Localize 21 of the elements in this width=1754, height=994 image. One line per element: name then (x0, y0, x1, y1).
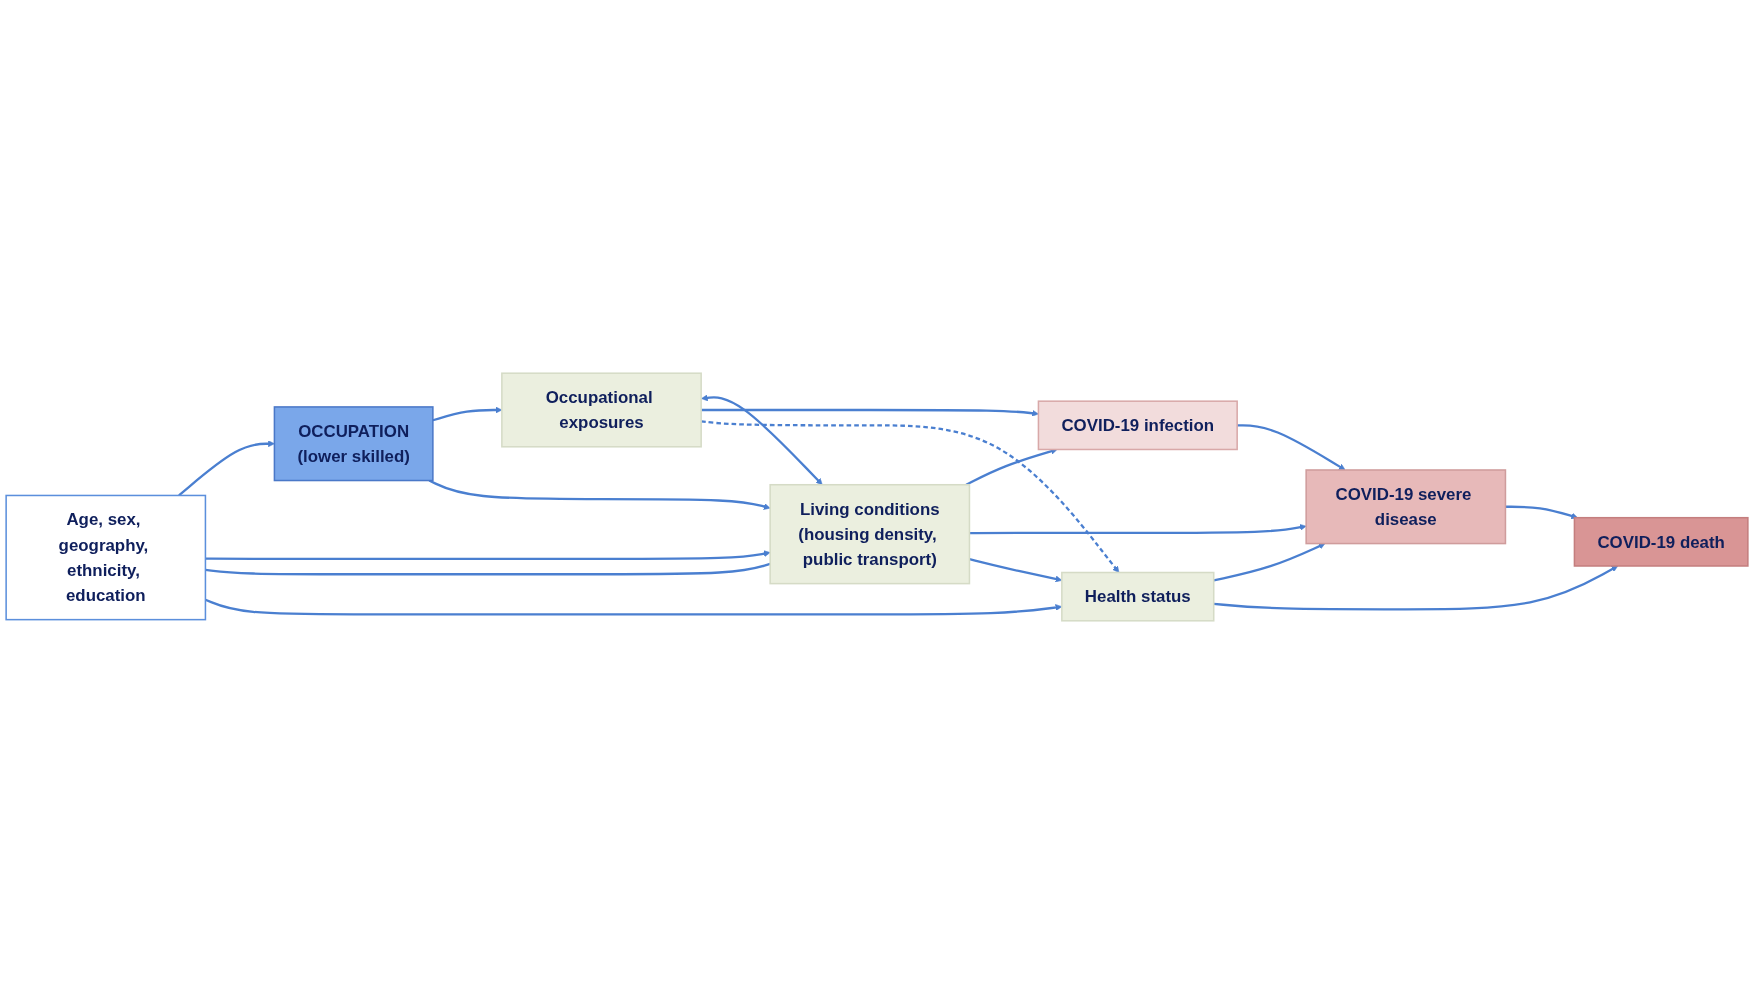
arrow (701, 408, 1039, 417)
node-box: COVID-19 infection (1037, 400, 1238, 451)
arrow (205, 550, 771, 561)
node-box: OCCUPATION (lower skilled) (273, 406, 434, 482)
arrow (701, 394, 823, 486)
node-box: COVID-19 death (1573, 516, 1749, 567)
node-box: Living conditions (housing density, public transport) (769, 483, 971, 585)
node-box: Occupational exposures (501, 372, 702, 448)
node-box: Health status (1061, 571, 1215, 622)
arrow (701, 420, 1120, 573)
connector (205, 562, 771, 576)
node-box: Age, sex, geography, ethnicity, education (5, 494, 207, 621)
arrow (965, 448, 1058, 486)
arrow (969, 524, 1307, 535)
arrow (178, 440, 275, 497)
arrow (1505, 505, 1578, 520)
arrow (1213, 543, 1326, 582)
arrow (428, 479, 771, 510)
arrow (1237, 424, 1346, 471)
node-box: COVID-19 severe disease (1305, 469, 1507, 545)
arrow (1213, 565, 1619, 611)
